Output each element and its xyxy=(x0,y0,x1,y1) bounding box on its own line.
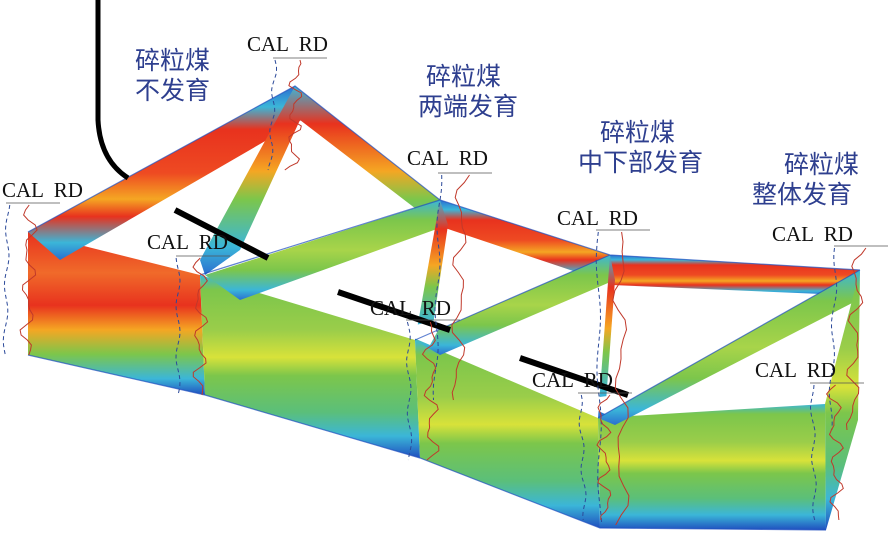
front-wall-center xyxy=(200,275,420,458)
rd-curve xyxy=(19,204,38,356)
zone-3-title: 碎粒煤 中下部发育 xyxy=(578,118,703,178)
zone-2-line1: 碎粒煤 xyxy=(426,62,502,91)
front-wall-end xyxy=(598,404,826,530)
log-label-1: CAL RD xyxy=(247,32,328,56)
zone-4-line2: 整体发育 xyxy=(752,180,853,209)
panel-zone-4 xyxy=(598,270,860,425)
cal-curve xyxy=(595,231,603,526)
zone-2-title: 碎粒煤 两端发育 xyxy=(418,62,518,122)
zone-3-line2: 中下部发育 xyxy=(578,148,704,177)
log-label-7: CAL RD xyxy=(370,296,451,320)
well-trace-2 xyxy=(337,289,451,333)
cal-curve xyxy=(267,59,277,171)
rd-curve xyxy=(596,394,612,520)
zone-4-title: 碎粒煤 整体发育 xyxy=(752,150,859,210)
panel-zone-3 xyxy=(415,255,615,355)
rd-curve xyxy=(612,231,630,526)
panel-zone-1 xyxy=(28,86,305,260)
log-label-3: CAL RD xyxy=(2,178,83,202)
log-label-9: CAL RD xyxy=(755,358,836,382)
panel-zone-2 xyxy=(205,200,448,300)
panel-outlines xyxy=(27,85,861,531)
zone-4-line1: 碎粒煤 xyxy=(784,150,860,179)
zone-1-line2: 不发育 xyxy=(135,76,211,105)
cal-curve xyxy=(578,394,587,521)
front-wall-right xyxy=(415,340,600,528)
cal-curve xyxy=(406,321,413,461)
front-wall-left xyxy=(28,232,205,395)
log-label-4: CAL RD xyxy=(557,206,638,230)
rd-curve xyxy=(284,59,303,171)
rd-curve xyxy=(421,321,440,461)
panel-zone-2-red xyxy=(440,200,610,280)
cal-curve xyxy=(2,204,11,356)
log-curves xyxy=(2,57,888,526)
panel-zone-2-inner xyxy=(415,200,448,345)
zone-3-line1: 碎粒煤 xyxy=(600,118,676,147)
well-trace-1 xyxy=(173,207,270,261)
log-label-2: CAL RD xyxy=(407,146,488,170)
zone-2-line2: 两端发育 xyxy=(418,92,519,121)
panel-zone-3-red xyxy=(610,255,860,295)
zone-1-title: 碎粒煤 不发育 xyxy=(135,46,210,106)
rd-curve xyxy=(825,384,844,521)
well-trace-main xyxy=(95,0,130,181)
log-label-5: CAL RD xyxy=(772,222,853,246)
void-3 xyxy=(575,392,640,414)
zone-1-line1: 碎粒煤 xyxy=(135,46,211,75)
log-label-6: CAL RD xyxy=(147,230,228,254)
well-trace-3 xyxy=(519,355,629,398)
rd-curve xyxy=(451,174,470,401)
log-label-8: CAL RD xyxy=(532,368,613,392)
cal-curve xyxy=(828,247,838,431)
rd-curve xyxy=(845,247,867,431)
cal-curve xyxy=(809,384,817,521)
cal-curve xyxy=(175,257,181,396)
void-1 xyxy=(245,190,318,252)
cal-curve xyxy=(432,174,443,401)
panel-zone-4-side xyxy=(825,270,860,530)
rd-curve xyxy=(192,257,209,396)
panel-zone-3-inner xyxy=(598,255,615,418)
